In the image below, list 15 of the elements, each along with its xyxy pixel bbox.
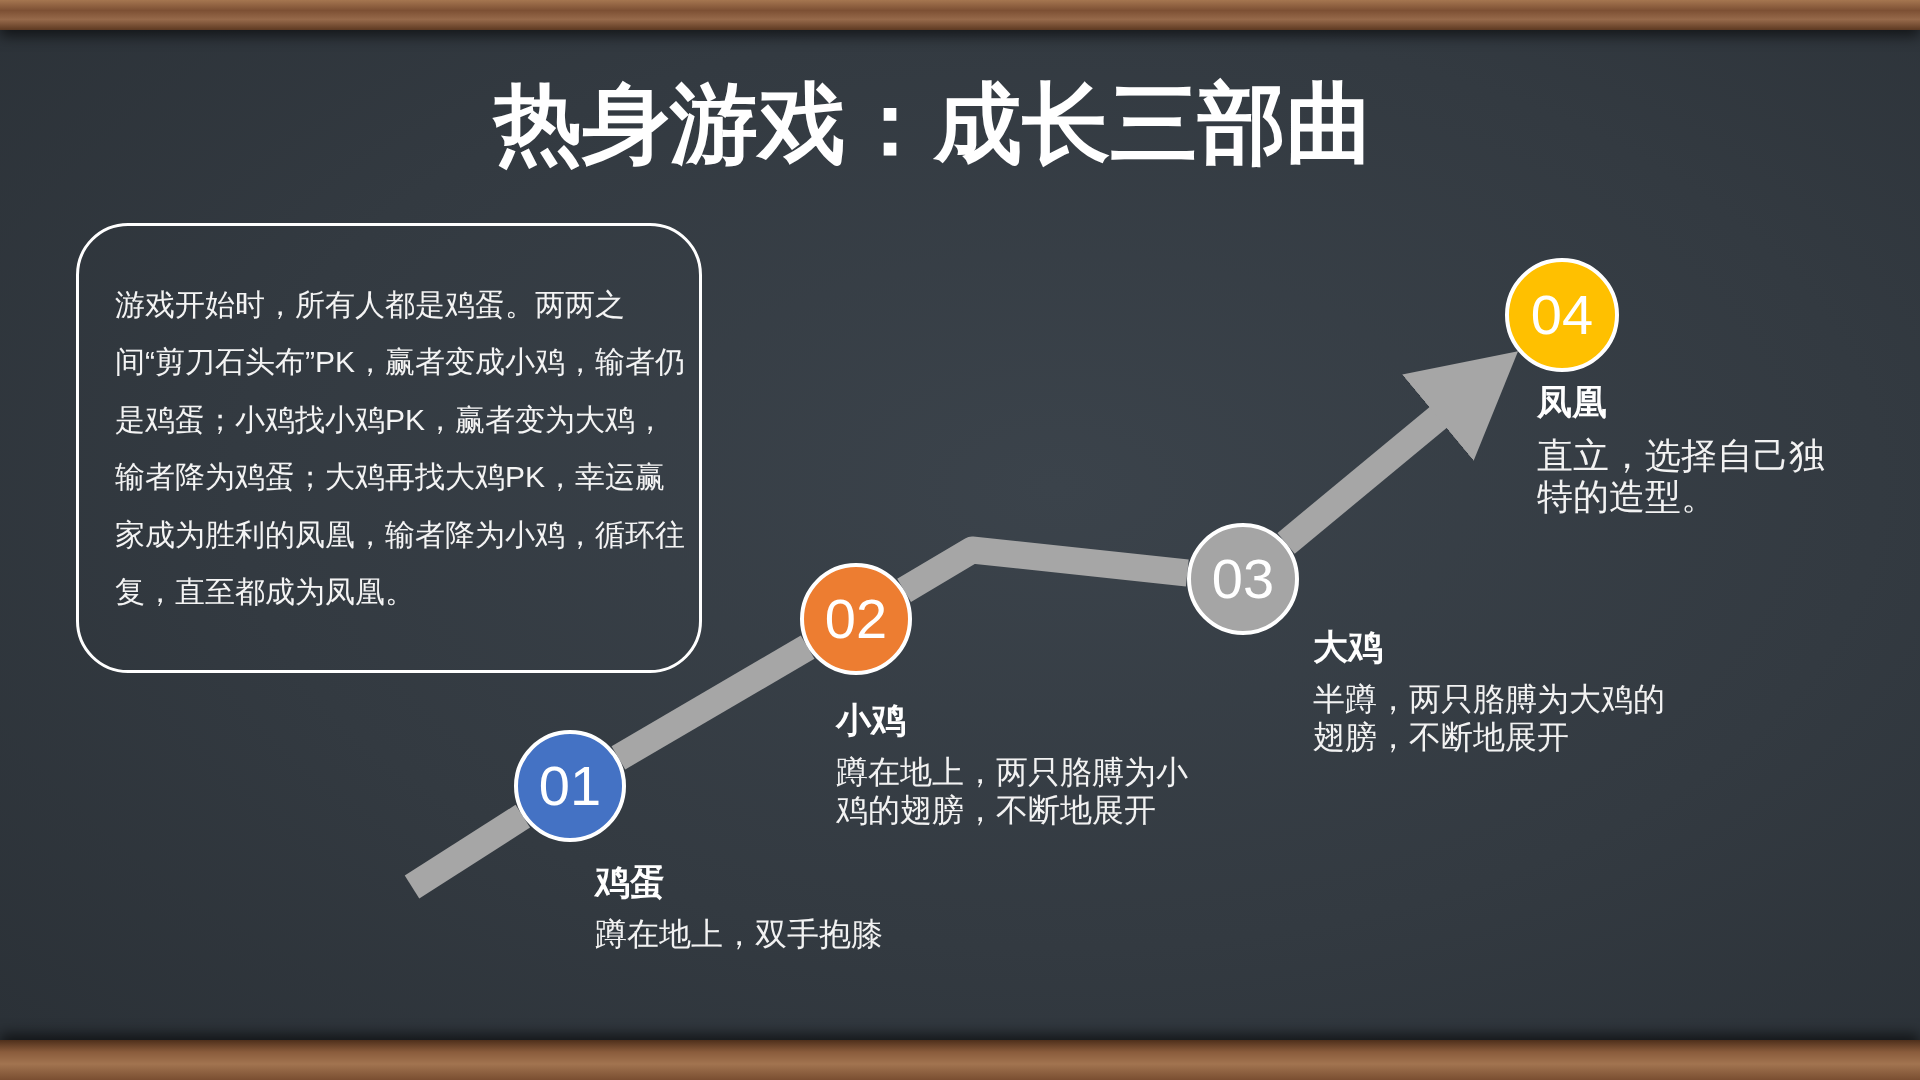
- step-title: 小鸡: [836, 699, 907, 741]
- connector-line: [897, 536, 1189, 602]
- step-description: 蹲在地上，双手抱膝: [595, 915, 884, 953]
- step-description: 半蹲，两只胳膊为大鸡的翅膀，不断地展开: [1313, 680, 1666, 756]
- page-title: 热身游戏：成长三部曲: [494, 76, 1374, 172]
- step-title: 大鸡: [1313, 626, 1384, 668]
- arrow: [1277, 351, 1519, 554]
- description-text: 游戏开始时，所有人都是鸡蛋。两两之间“剪刀石头布”PK，赢者变成小鸡，输者仍是鸡蛋；小鸡找小鸡PK，赢者变为大鸡，输者降为鸡蛋；大鸡再找大鸡PK，幸运赢家成为胜利的凤凰，输者降为小鸡，循环往复，直至都成为凤凰。: [115, 286, 686, 610]
- description-panel: [76, 223, 702, 673]
- step-description: 直立，选择自己独特的造型。: [1537, 435, 1826, 517]
- step-title: 鸡蛋: [595, 861, 666, 903]
- connector-line: [611, 635, 815, 770]
- step-title: 凤凰: [1537, 381, 1608, 423]
- connector-line: [404, 804, 531, 899]
- step-description: 蹲在地上，两只胳膊为小鸡的翅膀，不断地展开: [836, 753, 1189, 829]
